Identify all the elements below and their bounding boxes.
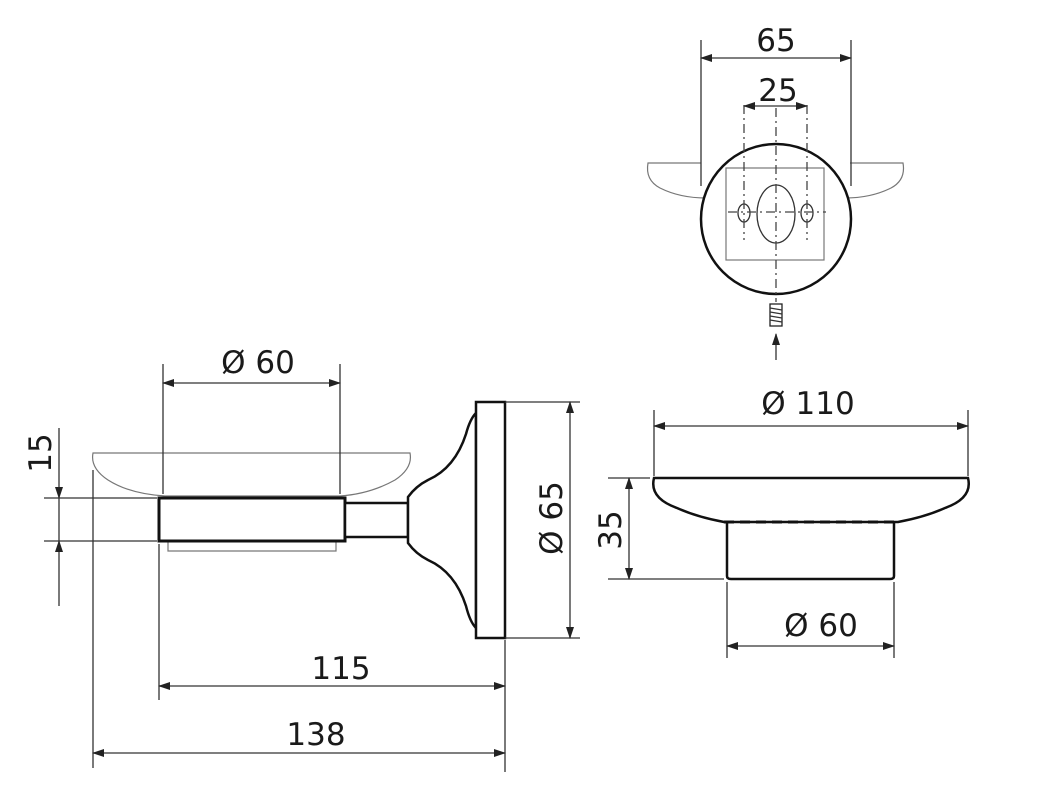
dim-label-side-length: 115 (311, 651, 370, 687)
dim-label-dish-top: Ø 110 (761, 386, 854, 422)
side-view: Ø 60 15 Ø 65 115 138 (23, 345, 580, 772)
dim-label-front-width: 65 (756, 23, 795, 59)
dim-label-hole-spacing: 25 (758, 73, 797, 109)
dish-top-outline (652, 476, 970, 524)
dim-label-side-dish: Ø 60 (221, 345, 295, 381)
dish-view: Ø 110 35 Ø 60 (593, 386, 970, 658)
side-arm (343, 501, 410, 539)
front-mount-bracket (725, 167, 825, 261)
front-dish-right-wing (844, 162, 905, 199)
dim-label-side-height: 15 (23, 433, 59, 472)
dim-label-dish-bottom: Ø 60 (784, 608, 858, 644)
dish-base-outline (725, 522, 896, 581)
side-dish (91, 452, 412, 497)
front-dish-left-wing (646, 162, 707, 199)
side-dish-base (167, 542, 337, 552)
front-view: 65 25 (646, 23, 905, 360)
dim-label-dish-height: 35 (593, 510, 629, 549)
side-holder-ring (157, 496, 347, 543)
dim-label-side-plate: Ø 65 (534, 481, 570, 555)
side-wall-plate (474, 400, 507, 640)
set-screw-icon (769, 303, 783, 327)
side-flange (406, 409, 478, 632)
set-screw-thread (769, 307, 783, 323)
dim-label-side-overall: 138 (286, 717, 345, 753)
